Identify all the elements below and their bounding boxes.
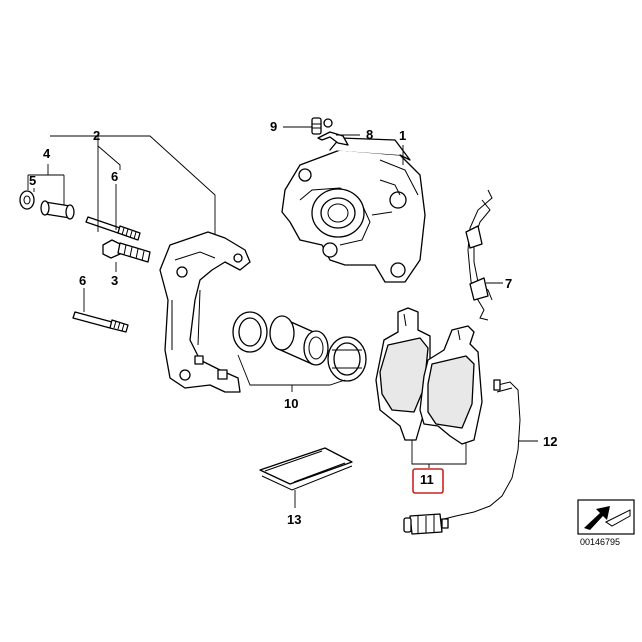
label-1: 1 [399, 128, 406, 143]
label-9: 9 [270, 119, 277, 134]
piston-part [269, 315, 329, 366]
leader-lines [27, 126, 538, 508]
label-13: 13 [287, 512, 301, 527]
label-7: 7 [505, 276, 512, 291]
reference-number: 00146795 [580, 537, 620, 547]
label-8: 8 [366, 127, 373, 142]
brake-caliper-part [281, 137, 426, 283]
bleeder-screw-part [311, 117, 349, 146]
label-10: 10 [284, 396, 298, 411]
label-2: 2 [93, 128, 100, 143]
bushing-cap-part [19, 190, 35, 210]
label-11: 11 [420, 472, 434, 487]
brake-pad-front-part [419, 325, 483, 445]
guide-bolt-upper-part [85, 216, 141, 241]
seal-ring-part [232, 311, 268, 353]
label-3: 3 [111, 273, 118, 288]
grease-packet-part [259, 447, 353, 491]
highlight-box [412, 468, 444, 494]
label-4: 4 [43, 146, 51, 161]
hex-bolt-part [102, 239, 151, 263]
label-5: 5 [29, 173, 36, 188]
label-6-lower: 6 [79, 273, 86, 288]
guide-bolt-lower-part [72, 311, 129, 333]
part-labels: 1 2 3 4 5 6 6 7 8 9 10 11 12 13 [29, 119, 557, 527]
wear-sensor-part [403, 379, 521, 535]
anti-rattle-spring-part [465, 189, 493, 321]
caliper-carrier-part [159, 231, 251, 393]
dust-boot-part [327, 336, 367, 382]
arrow-icon [577, 499, 635, 535]
guide-bushing-part [40, 200, 75, 220]
label-12: 12 [543, 434, 557, 449]
brake-pad-rear-part [375, 307, 431, 441]
label-6-upper: 6 [111, 169, 118, 184]
